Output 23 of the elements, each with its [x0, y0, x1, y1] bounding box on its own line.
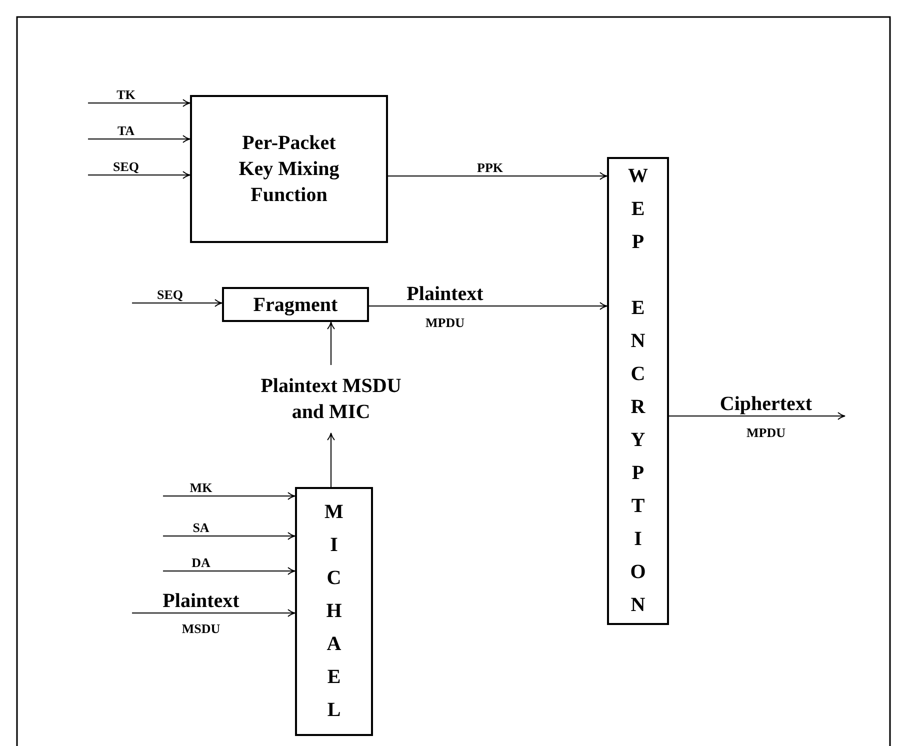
edge-label: DA: [192, 556, 210, 569]
edge-label: Ciphertext: [720, 394, 812, 414]
edge-label: Plaintext: [162, 591, 240, 611]
box-label: MICHAEL: [324, 500, 344, 723]
process-box: [607, 157, 669, 625]
flow-label: Plaintext MSDU and MIC: [241, 365, 421, 433]
process-box: [295, 487, 373, 736]
edge-label: PPK: [477, 161, 503, 174]
process-box: [190, 95, 388, 243]
edge-sublabel: MPDU: [746, 426, 786, 439]
edge-label: SEQ: [113, 160, 139, 173]
edge-label: SA: [192, 521, 210, 534]
edge-label: TK: [116, 88, 136, 101]
process-box: [222, 287, 369, 322]
box-label: Per-Packet Key Mixing Function: [238, 131, 340, 208]
edge-label: SEQ: [157, 288, 183, 301]
box-label: WEP ENCRYPTION: [628, 164, 648, 618]
edge-label: Plaintext: [406, 284, 484, 304]
edge-label: TA: [117, 124, 135, 137]
edge-sublabel: MPDU: [426, 316, 464, 329]
box-label: Fragment: [253, 292, 338, 318]
edge-label: MK: [190, 481, 212, 494]
edge-sublabel: MSDU: [182, 622, 220, 635]
